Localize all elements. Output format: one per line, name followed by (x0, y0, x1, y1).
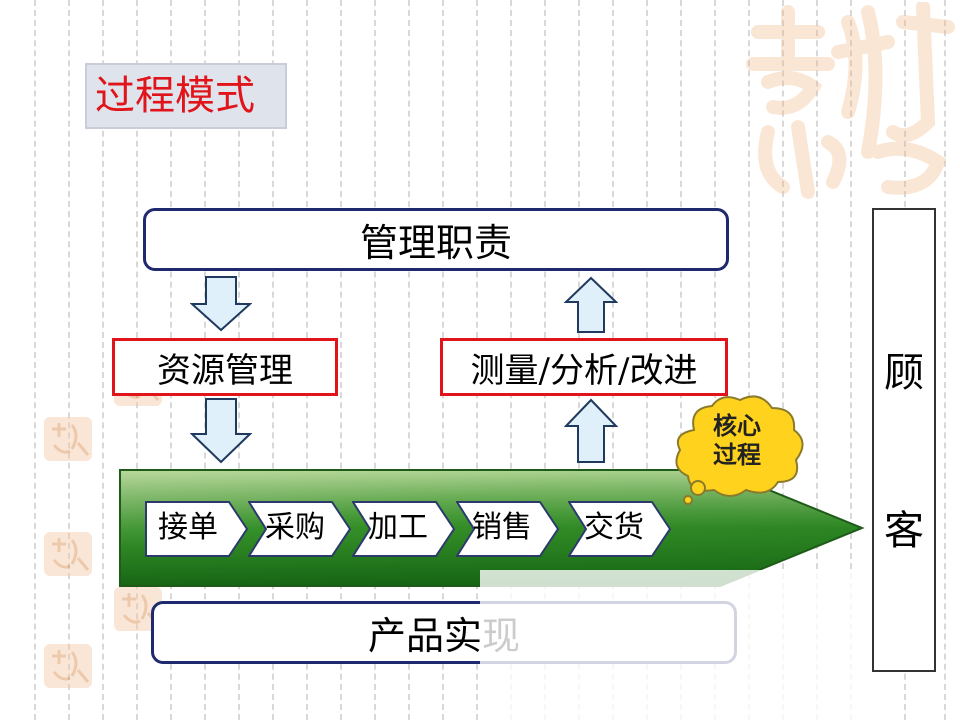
core-process-label: 核心 过程 (700, 412, 774, 470)
guide-line (782, 0, 784, 720)
title-box (85, 63, 287, 129)
step-label: 交货 (584, 510, 644, 545)
arrow-down-icon (190, 398, 252, 464)
arrow-up-icon (564, 398, 618, 463)
measurement-label: 测量/分析/改进 (470, 350, 698, 391)
step-label: 采购 (265, 510, 325, 545)
step-label: 销售 (472, 510, 532, 545)
guide-line (944, 0, 946, 720)
step-label: 接单 (158, 510, 218, 545)
guide-line (816, 0, 818, 720)
step-chevron (568, 501, 672, 557)
step-chevron (352, 501, 456, 557)
fade-overlay (480, 570, 872, 720)
step-chevron (145, 501, 249, 557)
customer-box: 顾 客 (872, 208, 936, 672)
seal-stamp (44, 532, 92, 576)
step-label: 加工 (368, 510, 428, 545)
management-label: 管理职责 (359, 221, 512, 265)
guide-line (34, 0, 36, 720)
guide-line (340, 0, 342, 720)
arrow-down-icon (190, 276, 252, 332)
page-title: 过程模式 (95, 73, 255, 119)
customer-char: 顾 (884, 350, 924, 396)
core-process-cloud-icon (675, 395, 804, 505)
calligraphy-watermark (746, 2, 955, 199)
step-chevron (248, 501, 352, 557)
guide-line (850, 0, 852, 720)
resource-management-label: 资源管理 (157, 350, 293, 391)
resource-management-box: 资源管理 (112, 338, 338, 396)
seal-stamp (44, 644, 92, 688)
measurement-box: 测量/分析/改进 (440, 338, 728, 396)
core-process-line2: 过程 (713, 441, 761, 469)
guide-line (102, 0, 104, 720)
customer-char: 客 (884, 508, 924, 554)
guide-line (374, 0, 376, 720)
step-chevron (456, 501, 560, 557)
management-box: 管理职责 (143, 208, 729, 271)
guide-line (408, 0, 410, 720)
guide-line (68, 0, 70, 720)
seal-stamp (114, 587, 162, 631)
arrow-up-icon (564, 276, 618, 333)
seal-stamp (44, 417, 92, 461)
core-process-line1: 核心 (713, 412, 761, 440)
guide-line (748, 0, 750, 720)
